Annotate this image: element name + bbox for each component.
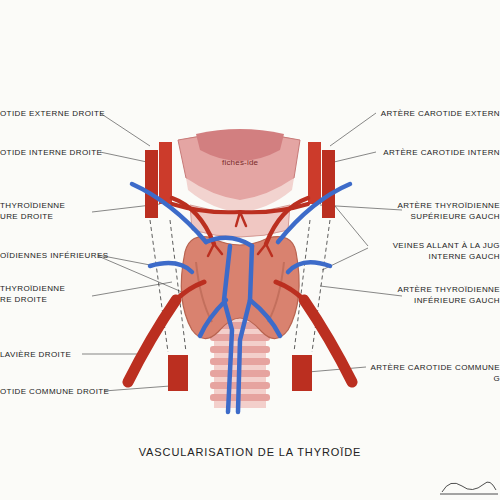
larynx <box>186 178 294 212</box>
structure-label: OÏDIENNES INFÉRIEURES <box>0 250 108 261</box>
thyroid-gland <box>196 262 212 322</box>
leader-line <box>104 386 170 391</box>
structure-label: ARTÈRE CAROTIDE INTERN <box>374 147 500 158</box>
artery <box>292 355 312 391</box>
structure-label: LAVIÈRE DROITE <box>0 349 71 360</box>
artery-branch <box>208 244 222 256</box>
vein <box>224 246 232 412</box>
vein <box>200 300 226 336</box>
artery <box>145 150 158 218</box>
signature <box>440 482 498 494</box>
vein <box>278 184 350 242</box>
vein <box>288 262 330 272</box>
structure-label: OTIDE COMMUNE DROITE <box>0 386 109 397</box>
diagram-title: VASCULARISATION DE LA THYROÏDE <box>0 446 500 458</box>
artery-branch <box>172 204 240 212</box>
artery-branch <box>176 282 204 300</box>
vein <box>132 184 350 412</box>
thyroid-gland <box>181 237 299 339</box>
artery-branch <box>236 212 246 226</box>
leader-line <box>334 152 376 162</box>
leader-line <box>330 200 368 246</box>
larynx <box>178 129 300 237</box>
leader-line <box>100 152 147 162</box>
larynx <box>196 129 284 161</box>
leader-line <box>330 113 376 146</box>
structure-label: VEINES ALLANT À LA JUG INTERNE GAUCH <box>366 240 500 262</box>
vein <box>150 263 192 272</box>
artery <box>322 150 335 218</box>
artery <box>168 355 188 391</box>
structure-label: ARTÈRE CAROTIDE COMMUNE G <box>364 362 500 384</box>
vein <box>132 184 206 242</box>
watermark: fiches-ide <box>222 158 258 167</box>
artery-branch <box>240 204 308 212</box>
artery-branch <box>128 300 176 382</box>
leader-line <box>308 367 366 372</box>
structure-label: ARTÈRE THYROÏDIENNE SUPÉRIEURE GAUCH <box>388 200 500 222</box>
structure-label: THYROÏDIENNE RE DROITE <box>0 283 74 305</box>
artery-branch <box>304 300 352 382</box>
thyroid-gland <box>268 262 284 322</box>
vein <box>250 300 280 336</box>
thyroid-gland <box>181 237 299 339</box>
structure-label: OTIDE INTERNE DROITE <box>0 147 102 158</box>
leader-line <box>92 282 172 296</box>
structure-label: THYROÏDIENNE URE DROITE <box>0 200 74 222</box>
artery <box>308 142 321 204</box>
structure-label: ARTÈRE CAROTIDE EXTERN <box>374 108 500 119</box>
artery-branch <box>276 282 304 300</box>
leader-line <box>320 286 402 296</box>
artery-branch <box>258 244 272 256</box>
leader-line <box>82 113 402 391</box>
structure-label: ARTÈRE THYROÏDIENNE INFÉRIEURE GAUCH <box>388 284 500 306</box>
leader-line <box>100 113 150 146</box>
structure-label: OTIDE EXTERNE DROITE <box>0 108 105 119</box>
artery <box>159 142 172 204</box>
signature <box>440 482 498 494</box>
vein <box>206 238 252 246</box>
vein <box>238 246 252 412</box>
